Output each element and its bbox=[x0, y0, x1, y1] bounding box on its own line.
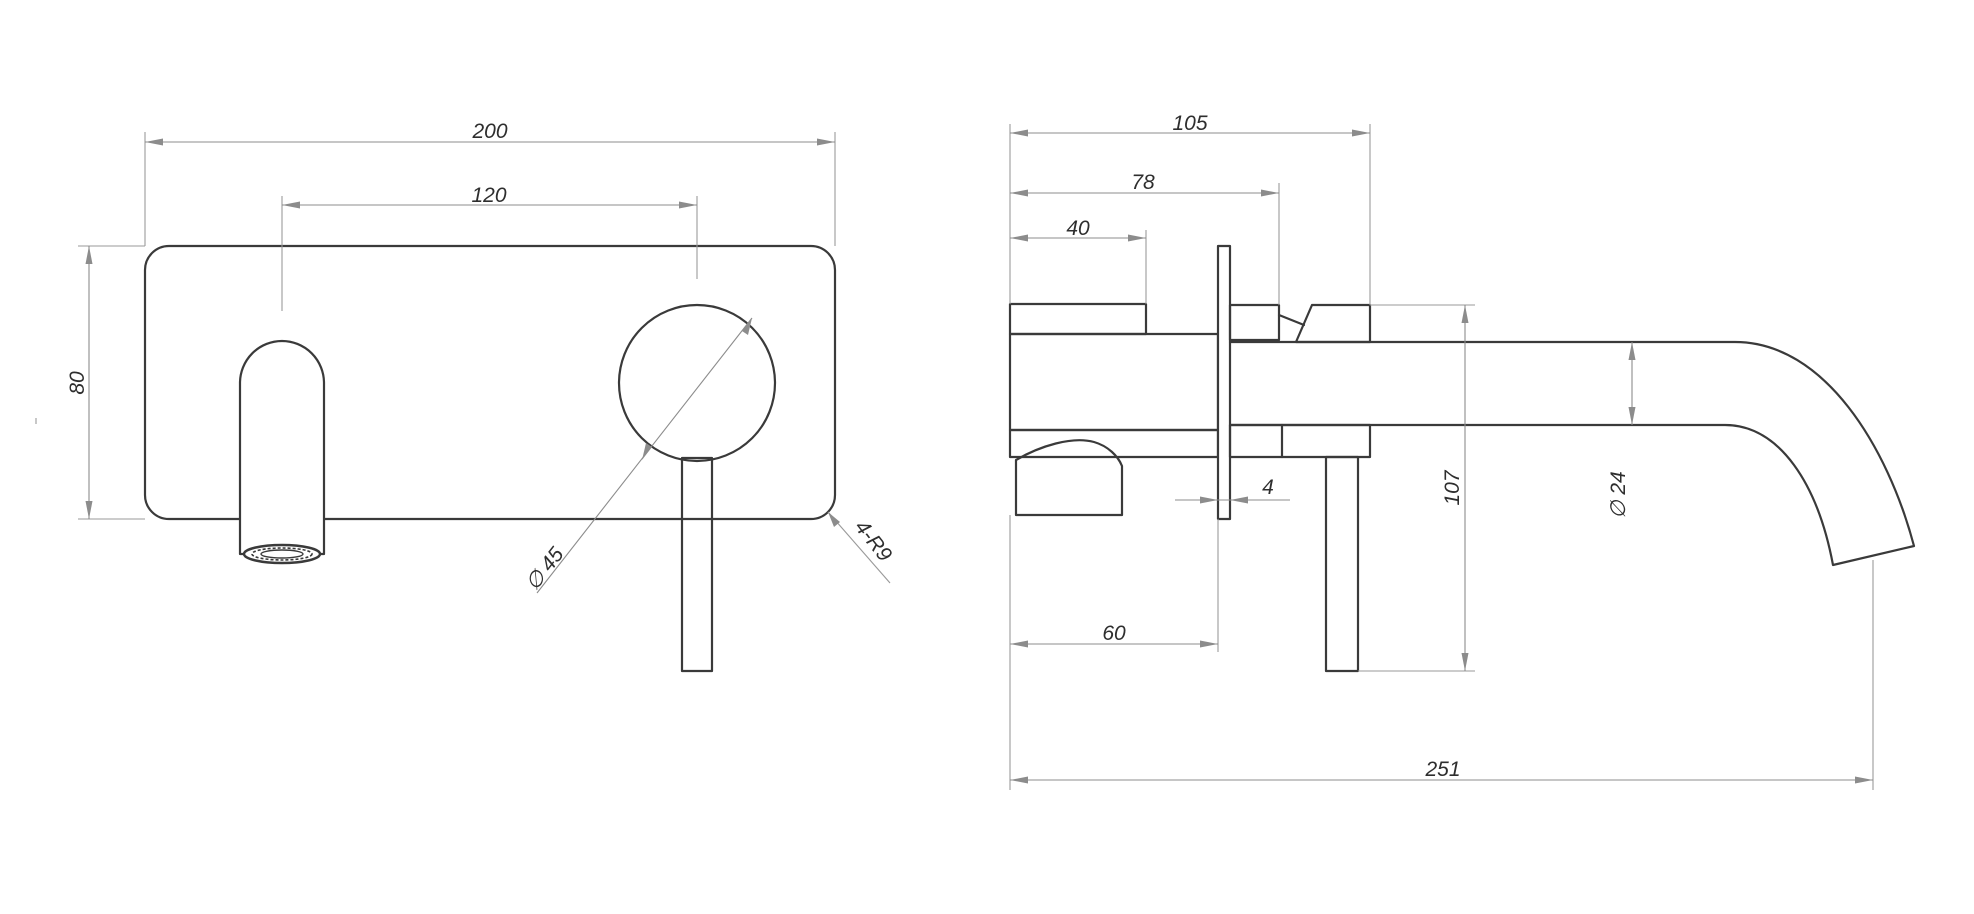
dim-107-label: 107 bbox=[1441, 469, 1464, 505]
side-handle-lever bbox=[1324, 455, 1360, 673]
side-body-core bbox=[1008, 332, 1220, 432]
side-view: 105 78 40 4 60 107 ∅ 24 bbox=[1008, 112, 1916, 790]
dim-120-label: 120 bbox=[471, 184, 506, 207]
handle-lever bbox=[680, 456, 714, 673]
dim-4-label: 4 bbox=[1262, 476, 1274, 499]
side-housing-stub bbox=[1228, 303, 1281, 342]
front-plate bbox=[143, 244, 837, 521]
dim-dia24-label: ∅ 24 bbox=[1607, 471, 1630, 519]
dim-78-label: 78 bbox=[1131, 171, 1155, 194]
dim-40-label: 40 bbox=[1066, 217, 1090, 240]
side-body-top bbox=[1008, 302, 1148, 336]
dim-200-label: 200 bbox=[471, 120, 507, 143]
dim-251-label: 251 bbox=[1424, 758, 1460, 781]
dim-r9-label: 4-R9 bbox=[850, 516, 896, 566]
side-spout bbox=[1228, 340, 1916, 567]
dim-60-label: 60 bbox=[1102, 622, 1126, 645]
handle-disc bbox=[617, 303, 777, 463]
dim-105-label: 105 bbox=[1172, 112, 1207, 135]
dim-dia45-label: ∅ 45 bbox=[521, 543, 569, 595]
side-housing-base bbox=[1228, 423, 1372, 459]
front-view: 200 120 80 ∅ 45 4-R9 bbox=[35, 120, 896, 673]
front-spout bbox=[238, 339, 326, 556]
side-wall-plate bbox=[1216, 244, 1232, 521]
dim-80-label: 80 bbox=[66, 371, 89, 395]
side-housing bbox=[1294, 303, 1372, 344]
side-cartridge bbox=[1014, 439, 1124, 517]
